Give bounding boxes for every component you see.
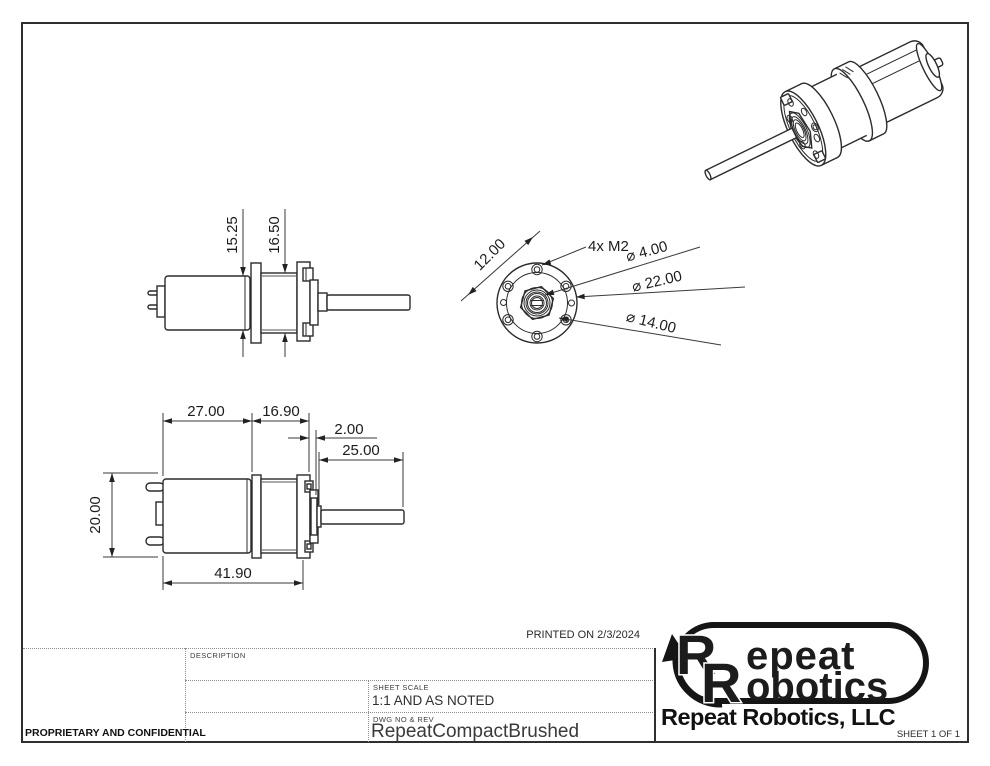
repeat-robotics-logo: R R epeat obotics (662, 622, 929, 710)
titleblock-divider (185, 712, 655, 713)
proprietary-notice: PROPRIETARY AND CONFIDENTIAL (25, 727, 206, 739)
motor-body (162, 478, 252, 554)
logo-word-bottom: obotics (746, 665, 888, 709)
dimension-label: 4x M2 (588, 238, 629, 255)
motor-body (164, 275, 251, 331)
titleblock-divider (185, 648, 186, 742)
gearbox (260, 478, 298, 554)
sheet-scale-label: SHEET SCALE (373, 683, 429, 692)
isometric-motor (704, 40, 944, 181)
dimension-label: 27.00 (187, 403, 225, 420)
terminal-pin (145, 482, 165, 492)
description-label: DESCRIPTION (190, 651, 246, 660)
dwg-no-rev-value: RepeatCompactBrushed (371, 721, 580, 742)
output-shaft (326, 294, 411, 311)
dimension-label: 20.00 (87, 496, 104, 534)
output-shaft (320, 509, 405, 525)
dimension-label: 25.00 (342, 442, 380, 459)
plan-view: 27.00 16.90 2.00 25.00 20.00 41.90 (87, 403, 405, 590)
iso-shaft (704, 127, 798, 181)
bearing-rings (521, 287, 553, 319)
hex-boss (519, 285, 555, 321)
mount-holes (500, 263, 575, 343)
dimension-label: 2.00 (334, 421, 363, 438)
side-view: 15.25 16.50 (147, 209, 411, 357)
dimension-label: ⌀ 4.00 (624, 238, 669, 265)
logo-word-top: epeat (746, 634, 856, 678)
gearbox (260, 272, 298, 334)
titleblock-divider (23, 648, 655, 649)
logo-arrowhead (662, 634, 688, 662)
company-name: Repeat Robotics, LLC (661, 704, 896, 730)
dimension-label: ⌀ 14.00 (624, 308, 677, 337)
dimension-label: 41.90 (214, 565, 252, 582)
sheet-scale-value: 1:1 AND AS NOTED (372, 693, 495, 708)
titleblock-border (654, 648, 656, 742)
dwg-no-rev-label: DWG NO & REV (373, 715, 435, 724)
titleblock-divider (368, 680, 369, 742)
front-view: 12.00 4x M2 ⌀ 4.00 ⌀ 22.00 ⌀ 14.00 (460, 230, 746, 346)
isometric-view (704, 40, 944, 181)
sheet-border (21, 22, 969, 743)
gearbox-plate (250, 262, 262, 344)
logo-monogram-r2: R (701, 651, 741, 710)
logo-arrow (672, 657, 723, 708)
sheet-number: SHEET 1 OF 1 (896, 729, 960, 740)
gearbox-plate (251, 474, 262, 559)
printed-on-text: PRINTED ON 2/3/2024 (526, 629, 640, 641)
dimension-label: 16.90 (262, 403, 300, 420)
titleblock-divider (185, 680, 655, 681)
flange-outline (496, 262, 578, 344)
dimension-label: 16.50 (266, 216, 283, 254)
dimension-label: 12.00 (471, 236, 510, 275)
terminal-pin (145, 536, 165, 546)
dimension-label: 15.25 (224, 216, 241, 254)
logo-monogram-r1: R (676, 623, 716, 686)
